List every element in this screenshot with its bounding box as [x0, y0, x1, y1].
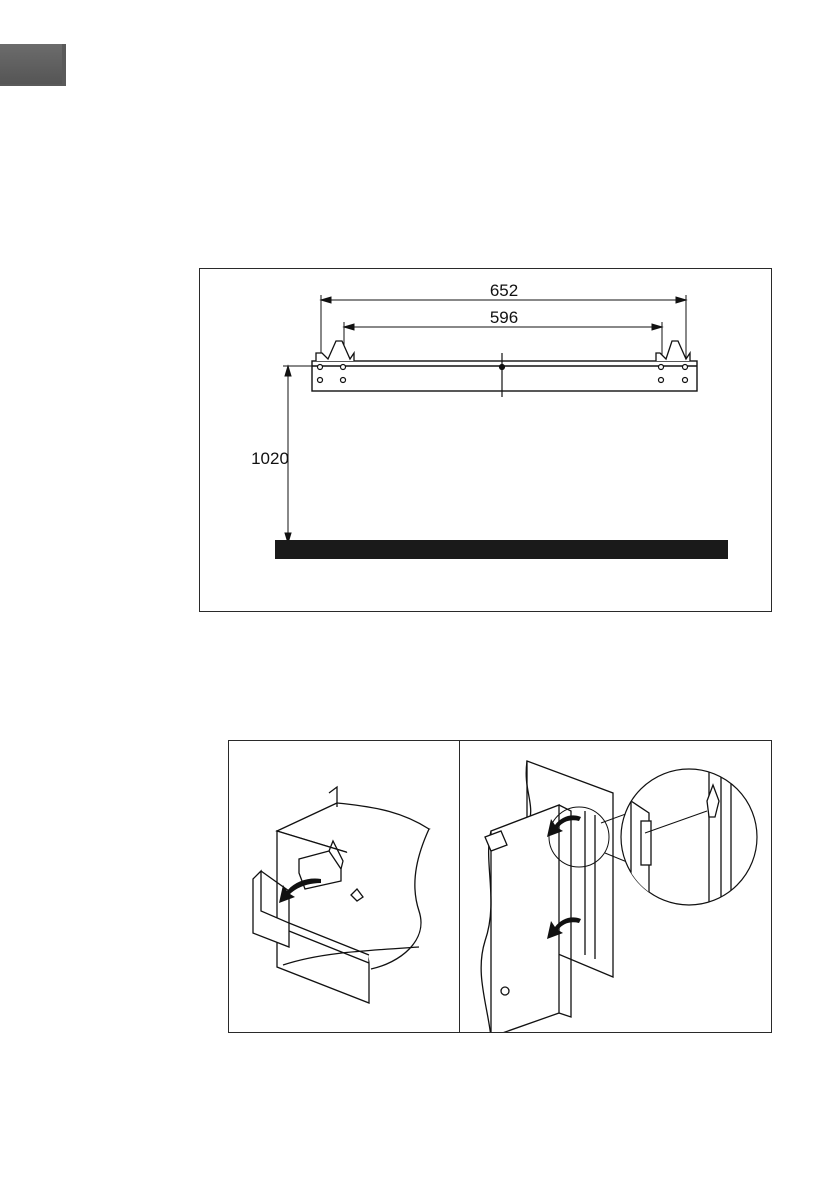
dimension-652-label: 652: [490, 281, 518, 300]
left-panel-remove-cover: [253, 787, 429, 1003]
bracket-dimension-drawing: 652 596: [200, 269, 771, 611]
mounting-steps-figure: [228, 740, 772, 1033]
floor-line: [275, 540, 728, 559]
dimension-596: [344, 322, 662, 359]
language-tab: [0, 44, 66, 86]
bracket-dimension-figure: 652 596: [199, 268, 772, 612]
right-hook: [656, 341, 690, 361]
mounting-steps-drawing: [229, 741, 771, 1032]
dimension-1020-label: 1020: [251, 449, 289, 468]
right-panel-hook-onto-bracket: [481, 761, 613, 1032]
dimension-596-label: 596: [490, 308, 518, 327]
magnified-detail: [621, 769, 757, 911]
panel-divider: [459, 741, 460, 1032]
left-hook: [316, 341, 354, 361]
